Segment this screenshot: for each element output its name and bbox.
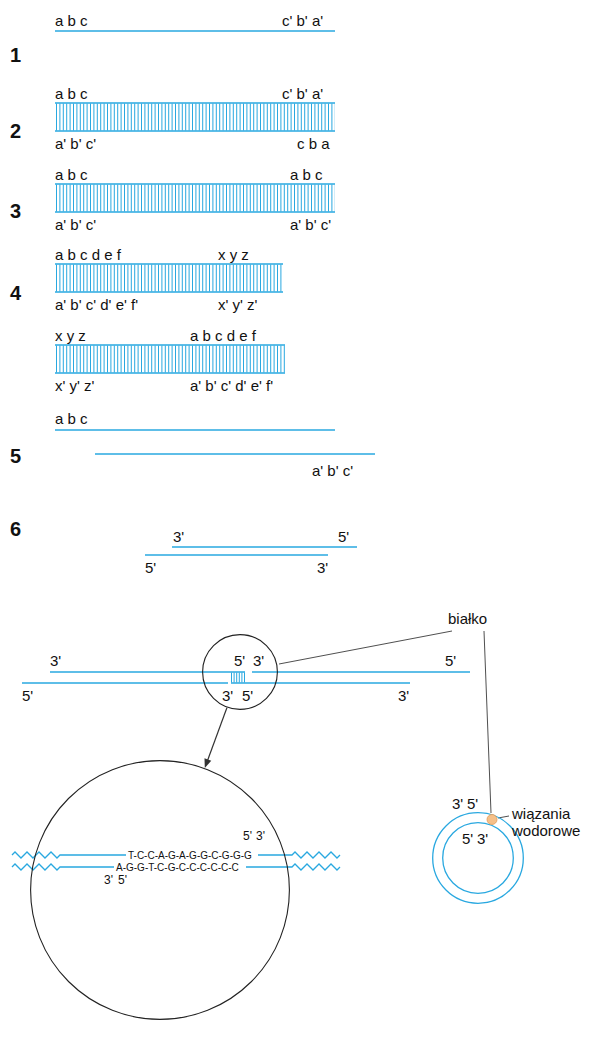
zoom-detail-circle: 5'3'T-C-C-A-G-A-G-G-C-G-G-GA-G-G-T-C-G-C… [30,760,290,1020]
strand-label: 5' [22,687,33,704]
ring-outline [432,812,524,904]
strand-label: c' b' a' [282,12,323,29]
strand-label: c b a [297,135,330,152]
strand-label: a' b' c' [55,216,96,233]
strand-wavy [246,864,340,870]
base-pairs [56,265,283,292]
strand-end-label: 5' [243,829,252,843]
leader-line [279,631,452,664]
strand [55,429,335,430]
strand-label: a' b' c' [55,135,96,152]
strand-label: x' y' z' [218,296,257,313]
strand-label: a b c [55,12,88,29]
strand-end-label: 3' [104,873,113,887]
strand-end-label: 5' [118,873,127,887]
strand-label: 3' [317,559,328,576]
strand-label: a b c d e f [190,327,256,344]
strand-label: a' b' c' d' e' f' [55,296,138,313]
strand-label: a b c [55,166,88,183]
callout-number: 2 [10,120,21,142]
callout-number: 3 [10,200,21,222]
sticky-end-pairs [231,673,245,683]
leader-line [484,631,491,813]
strand-label: a b c d e f [55,246,121,263]
callout-number: 1 [10,44,21,66]
strand [172,546,357,547]
base-pairs [56,185,335,212]
strand [50,671,245,672]
base-pairs [56,346,285,373]
strand-label: a b c [55,410,88,427]
strand-label: białko [448,610,487,627]
strand-label: x y z [218,246,249,263]
strand [231,682,410,683]
strand [55,372,285,373]
strand-end-label: 5' [234,652,245,669]
zoom-arrow [205,708,227,768]
arrow-shaft [208,708,227,761]
strand-end-label: 3' [256,829,265,843]
circle-border [203,635,278,710]
base-sequence: T-C-C-A-G-A-G-G-C-G-G-G [126,850,254,861]
strand-label: a b c [55,85,88,102]
strand-label: 3' [173,528,184,545]
strand-label: a b c [290,166,323,183]
strand [55,344,285,345]
strand-end-label: 3' [452,795,463,812]
strand-wavy [258,852,340,858]
strand-end-label: 5' [467,795,478,812]
strand-label: c' b' a' [282,85,323,102]
strand-label: 5' [338,528,349,545]
zoom-source-circle: 5' 3' 3' 5' [202,634,278,710]
strand-label: 3' [50,652,61,669]
protein-dot [487,815,497,825]
strand-label: x y z [55,327,86,344]
strand [55,183,335,184]
inner-strand [443,823,514,894]
strand-end-label: 3' [222,687,233,704]
strand-label: a' b' c' [290,216,331,233]
strand-label: a' b' c' d' e' f' [190,377,273,394]
strand-label: 3' [398,687,409,704]
callout-number: 6 [10,518,21,540]
circular-dna: 3'5'5'3' [432,812,524,904]
base-sequence: A-G-G-T-C-G-C-C-C-C-C-C [114,862,241,873]
strand-label: a' b' c' [312,462,353,479]
base-pairs [56,104,335,131]
arrow-head [205,758,212,768]
strand-label: 5' [445,652,456,669]
strand [55,263,283,264]
circle-outline [30,760,290,1020]
strand [55,291,283,292]
strand [145,554,328,555]
strand [95,453,375,454]
strand [55,211,335,212]
callout-number: 4 [10,282,21,304]
strand [252,671,470,672]
single-strand [55,30,335,31]
outer-strand [433,813,524,904]
strand-end-label: 3' [253,652,264,669]
circle-outline [202,634,278,710]
circle-border [31,761,290,1020]
strand-wavy [12,864,118,870]
strand [55,130,335,131]
strand-end-label: 5' [242,687,253,704]
strand-label: 5' [145,559,156,576]
strand-label: x' y' z' [55,377,94,394]
strand-wavy [12,852,130,858]
callout-label: wiązania wodorowe [512,805,587,839]
strand-end-label: 5' [462,830,473,847]
strand [55,102,335,103]
strand [22,682,228,683]
callout-number: 5 [10,445,21,467]
strand-end-label: 3' [477,830,488,847]
